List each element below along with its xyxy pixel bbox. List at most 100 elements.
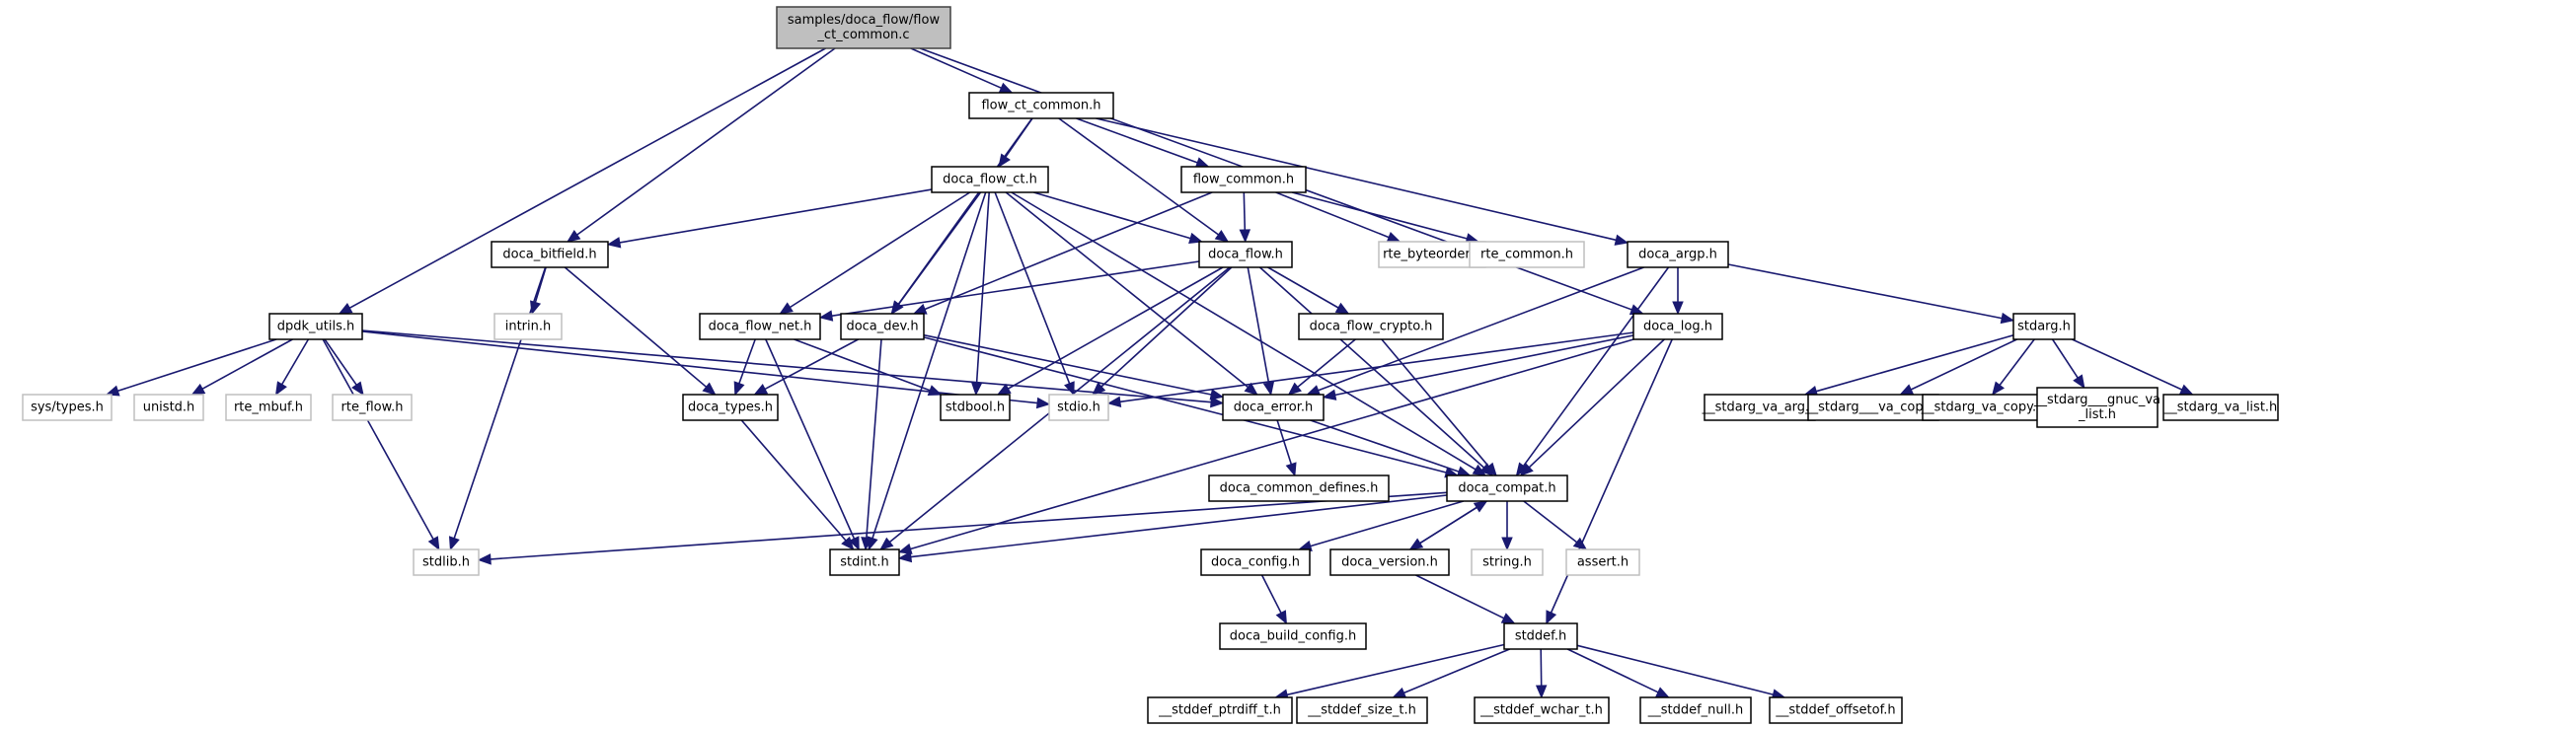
arrowhead-icon — [1500, 613, 1516, 624]
arrowhead-icon — [733, 381, 745, 397]
node-box — [1298, 313, 1444, 340]
node-box — [1219, 622, 1367, 650]
node-label: stddef.h — [1515, 629, 1566, 644]
node-doca-config-h[interactable]: doca_config.h — [1200, 548, 1311, 576]
node-doca-flow-net-h[interactable]: doca_flow_net.h — [699, 313, 821, 340]
arrowhead-icon — [1239, 229, 1251, 244]
node-label: __stddef_ptrdiff_t.h — [1158, 703, 1281, 718]
edge-doca_flow_crypto_h-to-doca_error_h — [1297, 338, 1356, 388]
node-stdarg-h[interactable]: stdarg.h — [2012, 313, 2076, 340]
arrowhead-icon — [1519, 463, 1534, 476]
node-stddef-ptrdiff-t-h[interactable]: __stddef_ptrdiff_t.h — [1147, 696, 1293, 724]
node-stddef-offsetof-h[interactable]: __stddef_offsetof.h — [1769, 696, 1903, 724]
node-stdarg-va-arg-h[interactable]: __stdarg_va_arg.h — [1702, 394, 1818, 421]
node-doca-common-defines-h[interactable]: doca_common_defines.h — [1208, 474, 1390, 502]
arrowhead-icon — [1214, 230, 1230, 243]
node-stdint-h[interactable]: stdint.h — [829, 548, 900, 576]
node-stdbool-h[interactable]: stdbool.h — [940, 394, 1011, 421]
arrowhead-icon — [848, 536, 860, 551]
node-label: doca_bitfield.h — [502, 248, 596, 262]
node-doca-flow-crypto-h[interactable]: doca_flow_crypto.h — [1298, 313, 1444, 340]
node-box — [491, 241, 609, 268]
edge-stdarg_h-to-stdarg_va_list_h — [2072, 338, 2183, 391]
edge-dpdk_utils_h-to-stdio_h — [361, 330, 1038, 404]
node-box — [1446, 474, 1568, 502]
edge-flow_ct_common_h-to-flow_common_h — [1076, 117, 1198, 164]
arrowhead-icon — [1546, 610, 1557, 625]
node-box — [1471, 548, 1544, 576]
arrowhead-icon — [1275, 610, 1287, 625]
edge-stddef_h-to-stddef_ptrdiff_t_h — [1286, 643, 1505, 696]
edge-flow_common_h-to-doca_flow_h — [1243, 191, 1247, 231]
edge-doca_argp_h-to-doca_error_h — [1318, 266, 1644, 392]
arrowhead-icon — [338, 303, 353, 315]
node-label: doca_common_defines.h — [1220, 481, 1379, 496]
arrowhead-icon — [1386, 232, 1402, 243]
node-stdarg---va-copy-h[interactable]: __stdarg___va_copy.h — [1804, 394, 1941, 421]
edge-stddef_h-to-stddef_wchar_t_h — [1540, 648, 1543, 687]
arrowhead-icon — [274, 381, 287, 397]
edge-doca_bitfield_h-to-doca_types_h — [564, 266, 708, 388]
node-stdlib-h: stdlib.h — [413, 548, 480, 576]
node-doca-compat-h[interactable]: doca_compat.h — [1446, 474, 1568, 502]
edge-doca_compat_h-to-stdlib_h — [490, 491, 1448, 560]
arrowhead-icon — [566, 229, 581, 243]
edge-doca_config_h-to-doca_build_config_h — [1260, 574, 1282, 614]
arrowhead-icon — [1285, 462, 1297, 477]
arrowhead-icon — [897, 550, 913, 563]
arrowhead-icon — [1194, 157, 1210, 169]
node-box — [1474, 696, 1610, 724]
node-box — [2036, 387, 2159, 428]
node-box — [2012, 313, 2076, 340]
node-box — [332, 394, 413, 421]
node-doca-bitfield-h[interactable]: doca_bitfield.h — [491, 241, 609, 268]
arrowhead-icon — [779, 302, 794, 315]
node-flow-ct-common-h[interactable]: flow_ct_common.h — [968, 92, 1114, 119]
edge-flow_ct_common_h-to-doca_flow_h — [1058, 117, 1219, 236]
arrowhead-icon — [1392, 687, 1407, 698]
node-box — [1565, 548, 1640, 576]
node-box — [133, 394, 204, 421]
node-doca-build-config-h[interactable]: doca_build_config.h — [1219, 622, 1367, 650]
node-box — [22, 394, 113, 421]
node-label: doca_dev.h — [846, 320, 918, 334]
arrowhead-icon — [818, 310, 834, 322]
node-unistd-h: unistd.h — [133, 394, 204, 421]
node-stddef-null-h[interactable]: __stddef_null.h — [1639, 696, 1752, 724]
node-doca-log-h[interactable]: doca_log.h — [1632, 313, 1723, 340]
node-doca-types-h[interactable]: doca_types.h — [682, 394, 779, 421]
node-stddef-size-t-h[interactable]: __stddef_size_t.h — [1296, 696, 1428, 724]
arrowhead-icon — [1614, 234, 1629, 246]
node-stddef-h[interactable]: stddef.h — [1503, 622, 1578, 650]
node-box — [268, 313, 363, 340]
node-doca-flow-ct-h[interactable]: doca_flow_ct.h — [931, 166, 1049, 193]
node-doca-error-h[interactable]: doca_error.h — [1222, 394, 1325, 421]
arrowhead-icon — [1483, 462, 1497, 476]
node-box — [1222, 394, 1325, 421]
node-root[interactable]: samples/doca_flow/flow_ct_common.c — [776, 6, 951, 49]
node-stdarg-va-list-h[interactable]: __stdarg_va_list.h — [2162, 394, 2279, 421]
edge-dpdk_utils_h-to-rte_flow_h — [324, 338, 357, 386]
arrowhead-icon — [970, 382, 983, 397]
node-label: flow_common.h — [1193, 173, 1294, 187]
node-stdarg---gnuc-va-list-h[interactable]: __stdarg___gnuc_va_list.h — [2033, 387, 2160, 428]
edge-doca_error_h-to-doca_common_defines_h — [1276, 419, 1293, 465]
node-doca-version-h[interactable]: doca_version.h — [1329, 548, 1450, 576]
node-doca-dev-h[interactable]: doca_dev.h — [840, 313, 925, 340]
node-rte-byteorder-h: rte_byteorder.h — [1378, 241, 1486, 268]
node-stddef-wchar-t-h[interactable]: __stddef_wchar_t.h — [1474, 696, 1610, 724]
node-label: stdbool.h — [946, 401, 1005, 415]
edge-dpdk_utils_h-to-stdlib_h — [322, 338, 434, 540]
node-doca-flow-h[interactable]: doca_flow.h — [1198, 241, 1293, 268]
node-dpdk-utils-h[interactable]: dpdk_utils.h — [268, 313, 363, 340]
node-label: __stdarg___gnuc_va — [2033, 393, 2160, 407]
arrowhead-icon — [1262, 381, 1275, 397]
arrowhead-icon — [897, 543, 913, 554]
arrowhead-icon — [1535, 685, 1548, 699]
node-doca-argp-h[interactable]: doca_argp.h — [1627, 241, 1729, 268]
arrowhead-icon — [998, 153, 1011, 169]
node-stdarg-va-copy-h[interactable]: __stdarg_va_copy.h — [1921, 394, 2045, 421]
node-flow-common-h[interactable]: flow_common.h — [1180, 166, 1307, 193]
edge-flow_common_h-to-doca_dev_h — [924, 191, 1213, 311]
